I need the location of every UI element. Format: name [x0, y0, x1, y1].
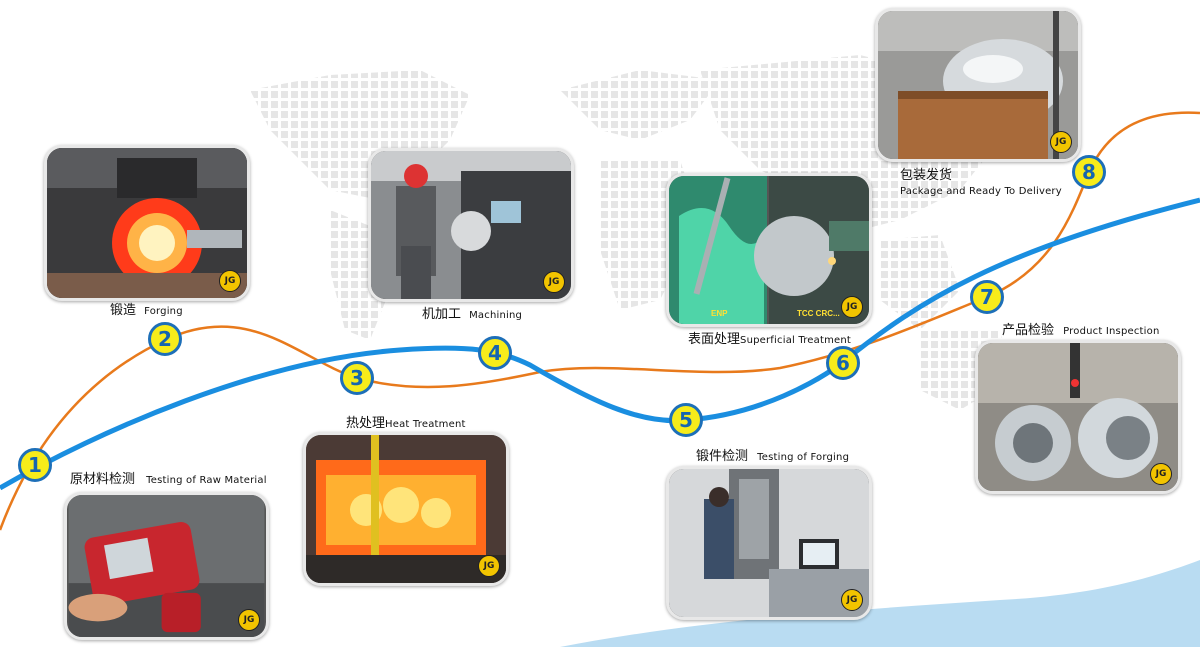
analyzer-illustration — [68, 495, 265, 637]
step-5-zh: 锻件检测 — [696, 449, 749, 464]
step-7-zh: 产品检验 — [1002, 323, 1055, 338]
photo-package-delivery: JG — [875, 8, 1081, 162]
jg-logo-badge: JG — [1150, 463, 1172, 485]
photo-product-inspection: JG — [975, 340, 1181, 494]
step-6-zh: 表面处理 — [688, 332, 741, 347]
photo-heat-treatment: JG — [303, 432, 509, 586]
step-8-en: Package and Ready To Delivery — [900, 186, 1062, 197]
jg-logo-badge: JG — [238, 609, 260, 631]
furnace-illustration — [306, 435, 506, 583]
enp-label: ENP — [711, 309, 728, 318]
caption-step-8: 包装发货 Package and Ready To Delivery — [900, 164, 1062, 197]
step-3-marker: 3 — [340, 361, 374, 395]
step-8-marker: 8 — [1072, 155, 1106, 189]
caption-step-2: 锻造 Forging — [110, 299, 183, 318]
step-5-marker: 5 — [669, 403, 703, 437]
step-3-en: Heat Treatment — [385, 419, 466, 430]
step-1-en: Testing of Raw Material — [146, 475, 267, 486]
step-4-en: Machining — [469, 310, 523, 321]
cnc-machine-illustration — [371, 151, 571, 299]
step-6-marker: 6 — [826, 346, 860, 380]
step-1-zh: 原材料检测 — [70, 472, 136, 487]
caption-step-7: 产品检验 Product Inspection — [1002, 319, 1160, 338]
jg-logo-badge: JG — [543, 271, 565, 293]
step-2-marker: 2 — [148, 322, 182, 356]
caption-step-6: 表面处理Superficial Treatment — [688, 328, 851, 347]
jg-logo-badge: JG — [219, 270, 241, 292]
step-2-en: Forging — [144, 306, 183, 317]
step-5-en: Testing of Forging — [757, 452, 850, 463]
testing-lab-illustration — [669, 469, 869, 617]
caption-step-1: 原材料检测 Testing of Raw Material — [70, 468, 267, 487]
step-7-marker: 7 — [970, 280, 1004, 314]
forging-illustration — [47, 148, 247, 298]
inspection-illustration — [978, 343, 1178, 491]
step-4-zh: 机加工 — [422, 307, 462, 322]
step-8-zh: 包装发货 — [900, 168, 953, 183]
bottom-wave — [560, 560, 1200, 647]
photo-forging: JG — [44, 145, 250, 301]
jg-logo-badge: JG — [841, 589, 863, 611]
tcc-label: TCC CRC... — [797, 309, 840, 318]
caption-step-4: 机加工 Machining — [422, 303, 522, 322]
photo-machining: JG — [368, 148, 574, 302]
caption-step-3: 热处理Heat Treatment — [346, 412, 466, 431]
photo-raw-material-testing: JG — [64, 492, 269, 640]
step-4-marker: 4 — [478, 336, 512, 370]
step-6-en: Superficial Treatment — [740, 335, 852, 346]
step-7-en: Product Inspection — [1063, 326, 1160, 337]
step-1-marker: 1 — [18, 448, 52, 482]
caption-step-5: 锻件检测 Testing of Forging — [696, 445, 849, 464]
step-3-zh: 热处理 — [346, 416, 386, 431]
jg-logo-badge: JG — [841, 296, 863, 318]
packaging-illustration — [878, 11, 1078, 159]
surface-treatment-illustration — [669, 176, 869, 324]
blue-curve — [0, 197, 1200, 491]
photo-superficial-treatment: ENP TCC CRC... JG — [666, 173, 872, 327]
jg-logo-badge: JG — [478, 555, 500, 577]
jg-logo-badge: JG — [1050, 131, 1072, 153]
photo-testing-of-forging: JG — [666, 466, 872, 620]
step-2-zh: 锻造 — [110, 303, 137, 318]
